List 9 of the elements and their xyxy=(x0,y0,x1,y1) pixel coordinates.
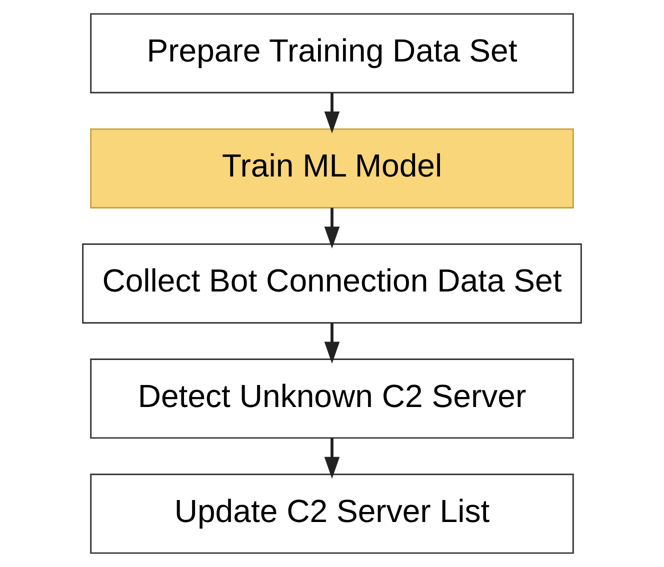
arrow xyxy=(324,322,340,364)
arrow xyxy=(324,438,340,479)
arrow xyxy=(324,92,340,134)
node-box: Collect Bot Connection Data Set xyxy=(82,243,582,324)
node-box: Prepare Training Data Set xyxy=(90,13,574,94)
arrow xyxy=(324,208,340,249)
node-box: Detect Unknown C2 Server xyxy=(90,358,574,439)
node-box: Train ML Model xyxy=(90,128,574,208)
node-box: Update C2 Server List xyxy=(90,474,574,554)
